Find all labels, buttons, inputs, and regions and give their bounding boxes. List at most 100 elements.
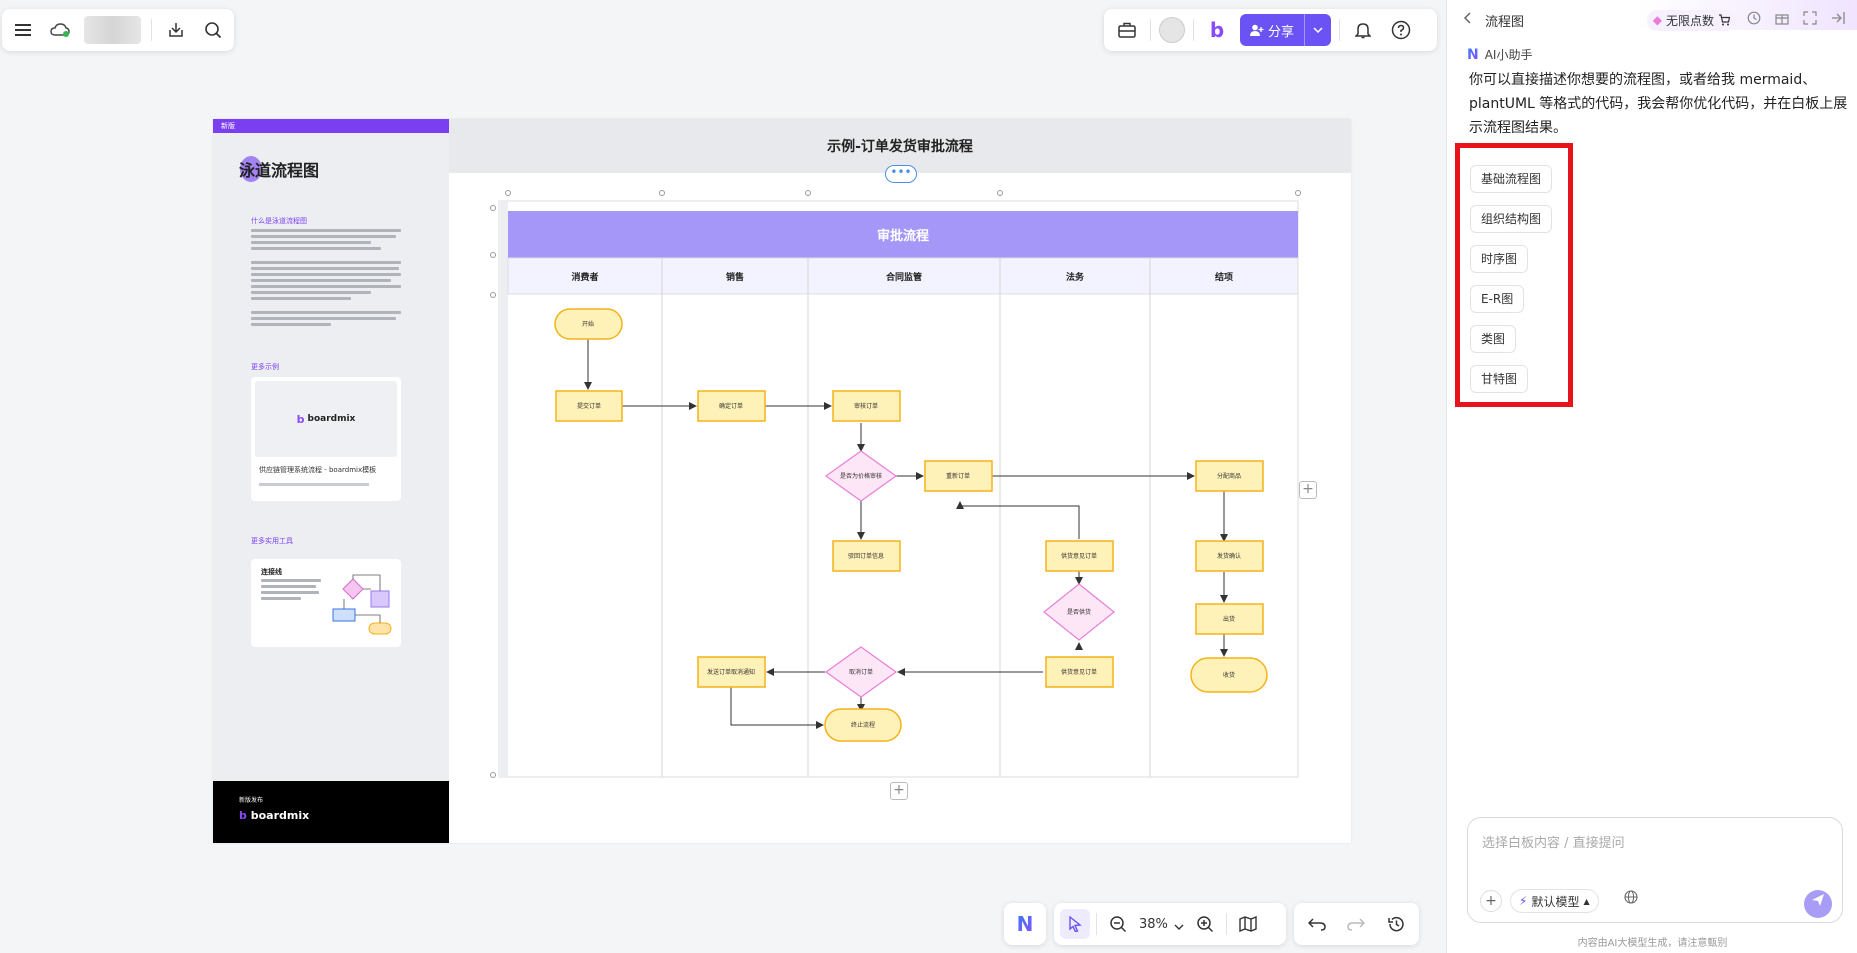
boardmix-b-icon: b: [296, 412, 305, 426]
node-supply-order: [1045, 656, 1114, 688]
gem-icon: ◆: [1652, 13, 1662, 27]
add-attachment-icon[interactable]: +: [1480, 890, 1502, 912]
tool-card[interactable]: 连接线: [251, 559, 401, 647]
lane-header: 销售: [726, 271, 744, 283]
svg-text:供货意见订单: 供货意见订单: [1061, 668, 1097, 676]
history-controls: [1294, 903, 1419, 945]
selection-handles: [490, 190, 1301, 778]
more-options-icon[interactable]: •••: [885, 165, 917, 183]
diagram-type-options-highlight: 基础流程图 组织结构图 时序图 E-R图 类图 甘特图: [1455, 143, 1573, 407]
menu-icon[interactable]: [10, 15, 37, 45]
template-board[interactable]: 新版 泳道流程图 什么是泳道流程图 更多示例 b boardmix 供应链管理系…: [213, 119, 1351, 843]
swimlane-title-bar: [508, 211, 1298, 258]
divider: [151, 19, 153, 41]
new-version-strip: 新版: [213, 119, 449, 133]
connector-illustration: [332, 574, 392, 635]
footer-brand: b boardmix: [239, 809, 310, 822]
cloud-sync-icon[interactable]: [47, 15, 74, 45]
lane-header: 结项: [1215, 271, 1233, 283]
option-org-chart[interactable]: 组织结构图: [1470, 205, 1553, 233]
divider: [1096, 913, 1097, 935]
toolbox-icon[interactable]: [1112, 15, 1142, 45]
node-is-supply: [1043, 583, 1115, 641]
zoom-out-icon[interactable]: [1103, 909, 1133, 939]
option-class-diagram[interactable]: 类图: [1470, 325, 1517, 353]
help-icon[interactable]: [1386, 15, 1416, 45]
example-card[interactable]: b boardmix 供应链管理系统流程 - boardmix模板: [251, 377, 401, 501]
diagram-title: 示例-订单发货审批流程: [449, 119, 1351, 173]
lane-header: 合同监管: [886, 271, 922, 283]
lane-headers: 消费者 销售 合同监管 法务 结项: [571, 271, 1233, 283]
whiteboard-canvas[interactable]: b 分享 新版 泳道流程图 什么是泳道流程图: [0, 0, 1443, 953]
globe-icon[interactable]: [1620, 890, 1642, 912]
share-label: 分享: [1268, 24, 1295, 40]
card-brand: boardmix: [307, 414, 356, 424]
select-cursor-icon[interactable]: [1060, 909, 1090, 939]
option-basic-flowchart[interactable]: 基础流程图: [1470, 165, 1553, 193]
node-notify: [697, 656, 766, 688]
node-confirm: [697, 390, 766, 422]
file-name-blurred[interactable]: [83, 16, 142, 44]
boardmix-b-logo-icon: [240, 156, 262, 182]
assistant-name: AI小助手: [1484, 48, 1533, 62]
model-label: 默认模型: [1531, 894, 1580, 909]
add-right-icon[interactable]: +: [1299, 481, 1317, 499]
svg-text:出货: 出货: [1223, 615, 1235, 623]
search-icon[interactable]: [199, 15, 226, 45]
intro-text-block: [251, 229, 401, 329]
points-badge[interactable]: ◆ 无限点数: [1646, 9, 1736, 31]
share-dropdown-chevron-icon[interactable]: [1304, 14, 1331, 46]
svg-text:驳回订单信息: 驳回订单信息: [848, 552, 884, 560]
boardmix-logo-icon[interactable]: b: [1209, 18, 1225, 42]
option-er-diagram[interactable]: E-R图: [1470, 285, 1525, 313]
node-ship: [1195, 460, 1264, 492]
history-icon[interactable]: [1381, 909, 1411, 939]
share-button[interactable]: 分享: [1240, 14, 1332, 46]
gift-icon[interactable]: [1772, 11, 1792, 29]
avatar[interactable]: [1159, 17, 1185, 43]
panel-header: 流程图 ◆ 无限点数: [1447, 0, 1857, 40]
lightning-icon: ⚡: [1519, 894, 1528, 908]
fullscreen-icon[interactable]: [1800, 11, 1820, 29]
node-labels: 开始 提交订单 确定订单 审核订单 是否为价格审核 重新订单 驳回订单信息 供货…: [577, 320, 1241, 729]
add-below-icon[interactable]: +: [890, 782, 908, 800]
lane-header: 消费者: [571, 271, 598, 283]
svg-text:开始: 开始: [582, 320, 594, 328]
option-sequence-diagram[interactable]: 时序图: [1470, 245, 1529, 273]
svg-text:取消订单: 取消订单: [849, 668, 873, 676]
chat-input-box[interactable]: 选择白板内容 / 直接提问 + ⚡ 默认模型 ▲: [1467, 817, 1843, 923]
svg-text:终止流程: 终止流程: [851, 721, 875, 729]
swimlane-diagram[interactable]: 审批流程 消费者 销售 合同监管 法务 结项: [213, 119, 1351, 843]
download-icon[interactable]: [162, 15, 189, 45]
back-chevron-icon[interactable]: [1457, 12, 1477, 28]
option-gantt-chart[interactable]: 甘特图: [1470, 365, 1529, 393]
lane-header-row: [507, 257, 1299, 295]
zoom-controls: 38%: [1054, 903, 1286, 945]
chat-input-placeholder[interactable]: 选择白板内容 / 直接提问: [1482, 836, 1625, 851]
zoom-in-icon[interactable]: [1190, 909, 1220, 939]
bell-icon[interactable]: [1348, 15, 1378, 45]
send-button[interactable]: [1804, 890, 1832, 918]
map-icon[interactable]: [1233, 909, 1263, 939]
assistant-message: 你可以直接描述你想要的流程图，或者给我 mermaid、plantUML 等格式…: [1469, 72, 1848, 136]
model-selector[interactable]: ⚡ 默认模型 ▲: [1510, 889, 1599, 913]
ai-disclaimer: 内容由AI大模型生成，请注意甄别: [1577, 938, 1728, 949]
divider: [1225, 913, 1227, 935]
undo-icon[interactable]: [1302, 909, 1332, 939]
lane-dividers: [661, 258, 1151, 777]
tool-desc-lines: [261, 579, 321, 603]
history-icon[interactable]: [1744, 11, 1764, 29]
svg-text:分配商品: 分配商品: [1217, 472, 1241, 480]
collapse-panel-icon[interactable]: [1828, 11, 1848, 29]
svg-text:提交订单: 提交订单: [577, 402, 601, 410]
redo-icon[interactable]: [1341, 909, 1371, 939]
ai-assistant-panel: 流程图 ◆ 无限点数 N AI小助手 你可以直接描述你想要的流程图，或者给我 m…: [1446, 0, 1857, 953]
lane-header: 法务: [1066, 271, 1085, 283]
node-cancel: [824, 646, 898, 698]
section-heading: 更多示例: [251, 363, 279, 371]
zoom-level[interactable]: 38%: [1139, 916, 1168, 932]
zoom-dropdown-chevron-icon[interactable]: [1174, 915, 1184, 934]
section-heading: 什么是泳道流程图: [251, 217, 307, 225]
ai-button[interactable]: N: [1004, 903, 1046, 945]
footer-small-text: 新版发布: [239, 797, 264, 804]
